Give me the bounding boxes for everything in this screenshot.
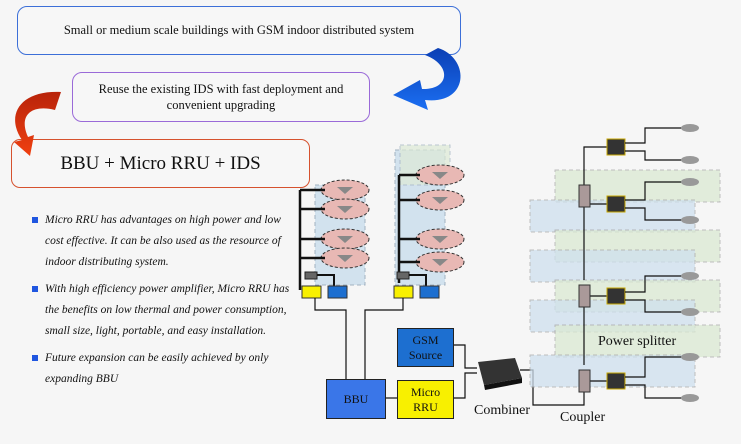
solution-text: BBU + Micro RRU + IDS <box>60 152 261 174</box>
ceiling-antenna-icon <box>681 178 699 186</box>
floor-box <box>554 324 721 358</box>
bullet-square-icon <box>32 286 38 292</box>
power-splitter-label: Power splitter <box>598 334 677 349</box>
micro-rru-block: Micro RRU <box>397 380 454 419</box>
scenario-text: Small or medium scale buildings with GSM… <box>63 23 415 37</box>
ceiling-antenna-icon <box>681 353 699 361</box>
ceiling-antenna-icon <box>681 216 699 224</box>
coupler-icon <box>578 184 591 208</box>
approach-text-line1: Reuse the existing IDS with fast deploym… <box>98 82 344 96</box>
floor-box <box>529 249 696 283</box>
benefit-item: Micro RRU has advantages on high power a… <box>31 210 301 273</box>
approach-box: Reuse the existing IDS with fast deploym… <box>72 72 370 122</box>
power-splitter-icon <box>606 287 626 305</box>
benefit-list: Micro RRU has advantages on high power a… <box>31 210 301 396</box>
bbu-links <box>314 298 585 406</box>
antenna-icon <box>320 198 370 220</box>
combiner-label: Combiner <box>474 403 530 418</box>
ceiling-antenna-icon <box>681 124 699 132</box>
antenna-icon <box>415 228 465 250</box>
gsm-source-block: GSM Source <box>397 328 454 367</box>
antenna-icon <box>320 247 370 269</box>
ceiling-antenna-icon <box>681 272 699 280</box>
ceiling-antenna-icon <box>681 394 699 402</box>
antenna-icon <box>320 228 370 250</box>
grey-module <box>396 271 410 280</box>
blue-module <box>327 285 348 299</box>
curved-arrow-red-icon <box>14 91 61 156</box>
power-splitter-icon <box>606 138 626 156</box>
yellow-module <box>301 285 322 299</box>
blue-module <box>419 285 440 299</box>
solution-box: BBU + Micro RRU + IDS <box>11 139 310 188</box>
coupler-icon <box>578 369 591 393</box>
feeder-lines <box>298 173 420 290</box>
grey-module <box>304 271 318 280</box>
antenna-icon <box>415 251 465 273</box>
coupler-icon <box>578 284 591 308</box>
antenna-icon <box>415 189 465 211</box>
scenario-box: Small or medium scale buildings with GSM… <box>17 6 461 55</box>
antenna-icon <box>415 164 465 186</box>
curved-arrow-blue-icon <box>393 48 461 110</box>
ceiling-antenna-icon <box>681 308 699 316</box>
bullet-square-icon <box>32 217 38 223</box>
antenna-icon <box>320 179 370 201</box>
benefit-item: With high efficiency power amplifier, Mi… <box>31 279 301 342</box>
rru-right-units <box>393 271 440 299</box>
bbu-block: BBU <box>326 379 386 419</box>
yellow-module <box>393 285 414 299</box>
approach-text-line2: convenient upgrading <box>166 98 276 112</box>
coupler-label: Coupler <box>560 410 606 425</box>
bullet-square-icon <box>32 355 38 361</box>
benefit-item: Future expansion can be easily achieved … <box>31 348 301 390</box>
coupler-chain <box>583 146 607 382</box>
power-splitter-icon <box>606 195 626 213</box>
power-splitter-icon <box>606 372 626 390</box>
rru-left-units <box>301 271 348 299</box>
combiner-icon <box>478 358 522 390</box>
ceiling-antenna-icon <box>681 156 699 164</box>
